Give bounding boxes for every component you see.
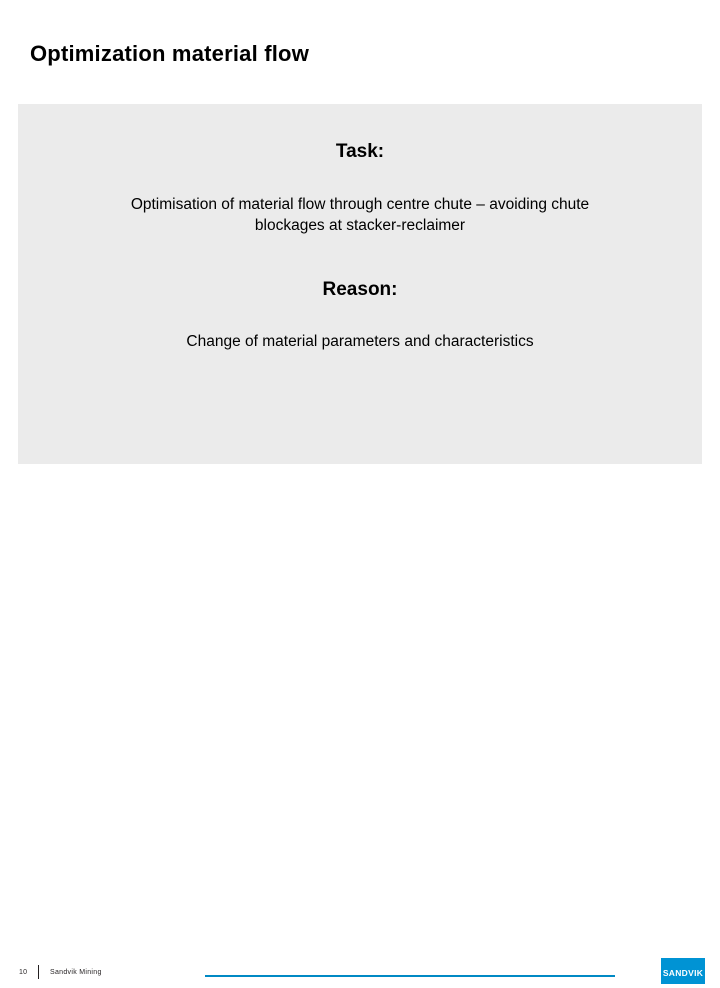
content-gutter-left <box>0 104 18 464</box>
task-heading: Task: <box>335 141 385 162</box>
reason-body: Change of material parameters and charac… <box>18 331 702 352</box>
task-body-line-1: Optimisation of material flow through ce… <box>130 196 590 213</box>
page-title: Optimization material flow <box>30 41 310 66</box>
content-gutter-right <box>702 104 720 464</box>
title-band: Optimization material flow <box>0 0 720 104</box>
footer-label: Sandvik Mining <box>50 969 102 976</box>
reason-heading: Reason: <box>322 279 398 300</box>
task-body: Optimisation of material flow through ce… <box>18 194 702 236</box>
sandvik-logo-text: SANDVIK <box>662 967 704 978</box>
task-body-line-2: blockages at stacker-reclaimer <box>254 217 466 234</box>
footer-page-number: 10 <box>19 969 28 976</box>
reason-body-line-1: Change of material parameters and charac… <box>186 333 534 350</box>
footer-divider <box>38 965 39 979</box>
footer: 10 Sandvik Mining SANDVIK <box>0 464 720 988</box>
content-band <box>0 104 720 464</box>
sandvik-logo-underline <box>661 984 705 988</box>
footer-accent-rule <box>205 975 615 977</box>
